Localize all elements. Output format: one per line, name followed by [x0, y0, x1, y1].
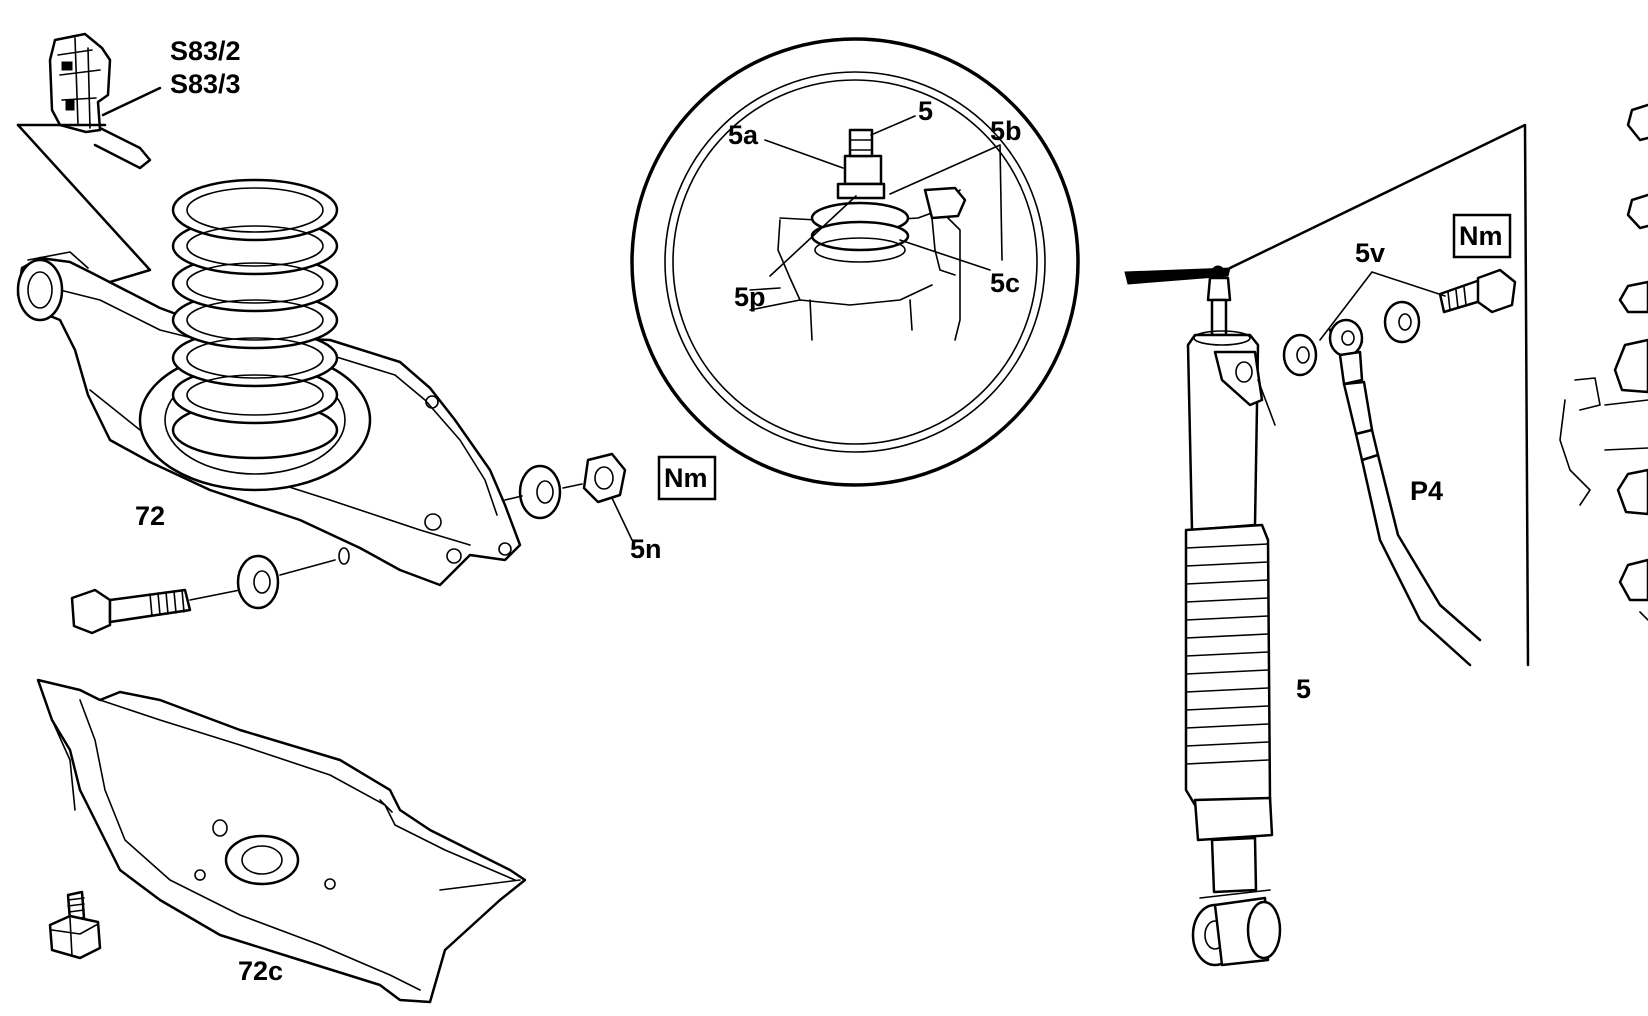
torque-box-left — [657, 455, 717, 501]
label-p4: P4 — [1410, 476, 1443, 506]
label-s83-3: S83/3 — [170, 69, 241, 99]
small-bolt — [48, 890, 102, 960]
bolt-5v-assembly — [1282, 268, 1517, 377]
bolt — [70, 588, 192, 635]
edge-parts — [1559, 103, 1648, 621]
torque-label-left: Nm — [664, 463, 708, 493]
label-detail-5c: 5c — [990, 268, 1020, 298]
label-detail-5: 5 — [918, 96, 933, 126]
hex-nut — [582, 452, 627, 504]
label-bolt-5v: 5v — [1355, 238, 1385, 268]
label-detail-5b: 5b — [990, 116, 1022, 146]
label-control-arm: 72 — [135, 501, 165, 531]
label-detail-5a: 5a — [728, 120, 759, 150]
coil-spring — [171, 178, 339, 460]
washer-left — [236, 554, 280, 610]
switch-part — [16, 32, 162, 287]
detail-frame — [1228, 123, 1530, 667]
label-cover-72c: 72c — [238, 956, 283, 986]
detail-pointer — [1124, 267, 1231, 285]
label-s83-2: S83/2 — [170, 36, 241, 66]
label-shock-absorber-5: 5 — [1296, 674, 1311, 704]
label-nut-5n: 5n — [630, 534, 662, 564]
torque-label-right: Nm — [1459, 221, 1503, 251]
torque-box-right — [1452, 213, 1512, 259]
detail-view — [630, 37, 1080, 487]
underbody-cover — [36, 678, 527, 1004]
shock-absorber — [1184, 265, 1282, 967]
hose-p4 — [1338, 350, 1482, 667]
label-detail-5p: 5p — [734, 282, 766, 312]
washer-right — [518, 464, 562, 520]
